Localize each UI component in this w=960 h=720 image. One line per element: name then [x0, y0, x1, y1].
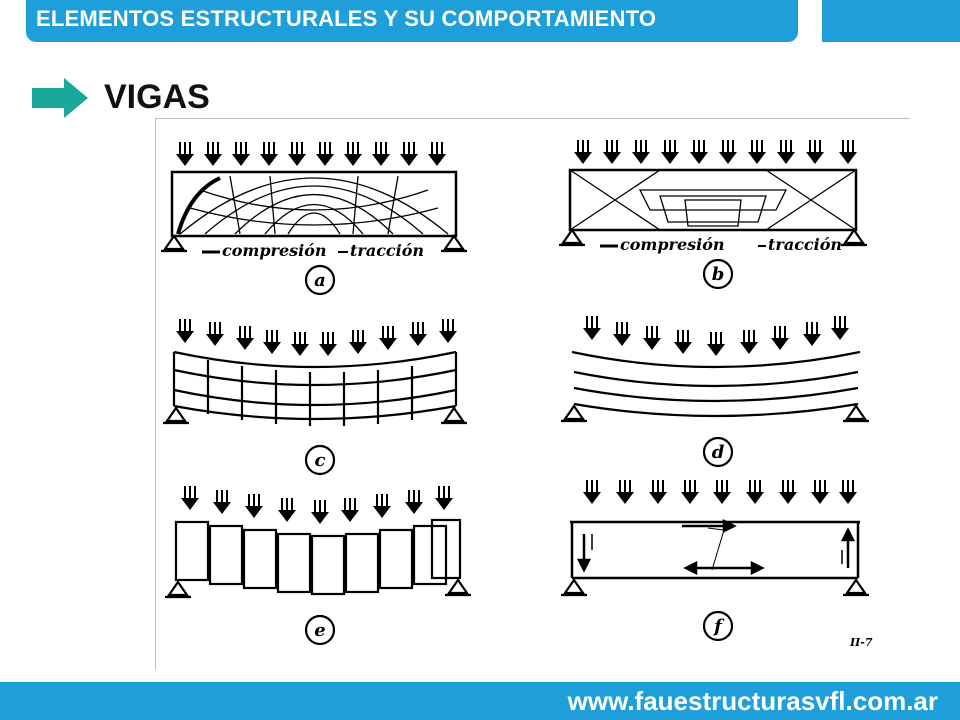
- panel-a-compression-arc: [176, 176, 221, 235]
- panel-b-label-traction: tracción: [768, 235, 842, 254]
- panel-f-letter: f: [712, 616, 725, 637]
- panel-a-letter: a: [314, 270, 326, 291]
- footer-bar: www.fauestructurasvfl.com.ar: [0, 682, 960, 720]
- panel-a-beam: [170, 170, 458, 238]
- header-bar-tail: [822, 0, 960, 42]
- panel-d-letter: d: [712, 442, 725, 463]
- panel-d-beam: [571, 350, 861, 418]
- panel-c-beam: [172, 350, 458, 426]
- panel-a-circle: [304, 264, 336, 296]
- panel-b-stress-lines: [569, 169, 857, 231]
- panel-e-loads: [180, 485, 454, 525]
- section-heading: VIGAS: [104, 78, 210, 116]
- panel-b-loads: [573, 139, 858, 165]
- panel-f-loads: [582, 479, 858, 505]
- panel-a-stress-lines: [179, 175, 449, 235]
- panel-b-label-compression: compresión: [620, 235, 725, 254]
- panel-f-force-arrows: [576, 518, 856, 576]
- panel-a-label-compression: compresión: [222, 241, 327, 260]
- divider-vertical: [155, 118, 156, 670]
- panel-f-circle: [702, 610, 734, 642]
- arrow-right-icon: [32, 78, 88, 118]
- panel-a-loads: [175, 141, 447, 167]
- header-bar: ELEMENTOS ESTRUCTURALES Y SU COMPORTAMIE…: [0, 0, 960, 42]
- panel-d-loads: [582, 315, 850, 357]
- page-reference: II-7: [849, 636, 873, 649]
- panel-f-beam: [570, 520, 860, 580]
- divider-horizontal: [155, 118, 910, 119]
- panel-b-letter: b: [712, 264, 725, 285]
- panel-e-circle: [304, 614, 336, 646]
- panel-c-loads: [175, 318, 458, 357]
- panel-d-circle: [702, 436, 734, 468]
- footer-url[interactable]: www.fauestructurasvfl.com.ar: [567, 686, 938, 716]
- panel-e-blocks: [174, 518, 462, 596]
- panel-a-label-traction: tracción: [350, 241, 424, 260]
- header-title: ELEMENTOS ESTRUCTURALES Y SU COMPORTAMIE…: [36, 6, 657, 31]
- panel-c-letter: c: [315, 450, 326, 471]
- beams-figure: compresión tracción a compresión tracció…: [160, 139, 873, 649]
- header-bar-main: [26, 0, 798, 42]
- panel-c-circle: [304, 444, 336, 476]
- panel-b-circle: [702, 258, 734, 290]
- panel-e-letter: e: [314, 620, 325, 641]
- panel-b-beam: [568, 168, 858, 232]
